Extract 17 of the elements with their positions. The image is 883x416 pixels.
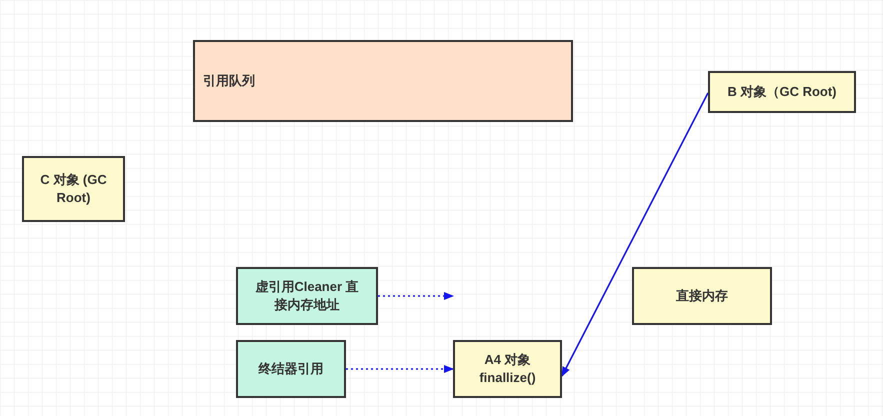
process-box xyxy=(236,267,378,325)
box-label: 直接内存 xyxy=(676,287,728,305)
process-box xyxy=(22,156,125,222)
box-label: C 对象 (GC Root) xyxy=(39,171,108,207)
process-box xyxy=(236,340,346,398)
box-label: 虚引用Cleaner 直接内存地址 xyxy=(255,278,359,314)
process-box xyxy=(708,71,856,113)
box-label: B 对象（GC Root) xyxy=(727,83,837,101)
box-label: 引用队列 xyxy=(203,72,255,90)
process-box xyxy=(453,340,562,398)
arrow xyxy=(378,292,454,300)
box-label: A4 对象 finallize() xyxy=(478,351,537,387)
process-box xyxy=(632,267,772,325)
arrow xyxy=(346,365,454,373)
box-label: 终结器引用 xyxy=(258,360,324,378)
arrow xyxy=(561,92,709,377)
process-box xyxy=(193,40,573,122)
